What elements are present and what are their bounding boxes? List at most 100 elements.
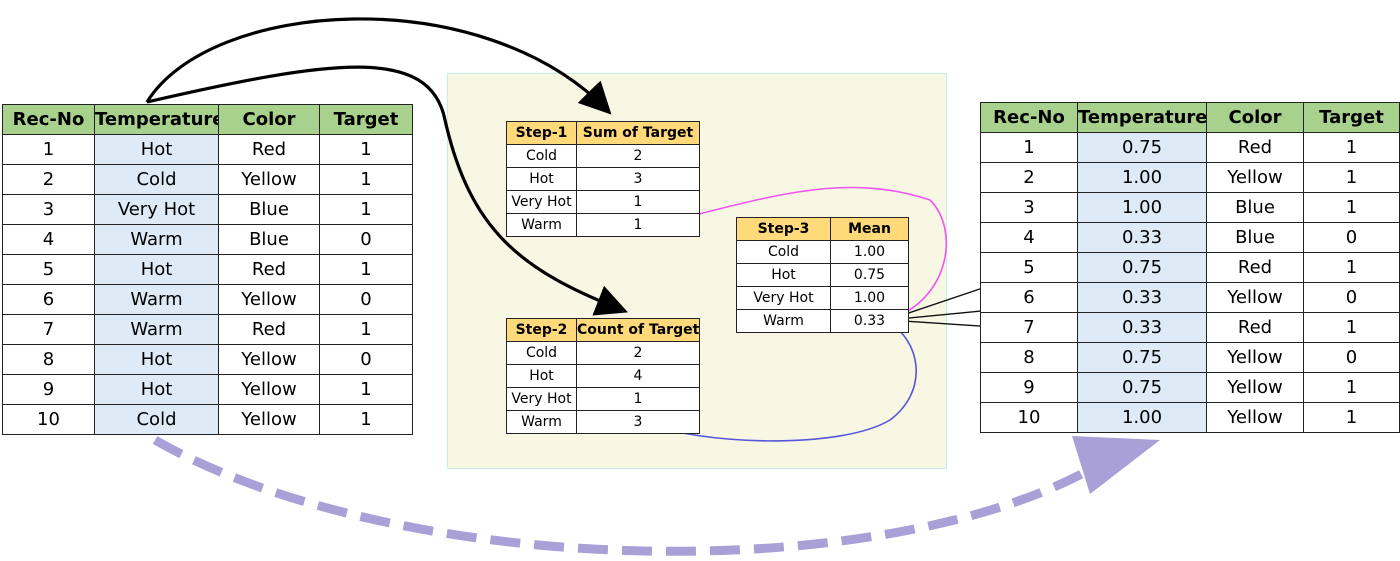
temperature-cell: Hot [94, 374, 219, 405]
color-cell: Yellow [1206, 342, 1304, 373]
temperature-cell: 0.75 [1077, 252, 1207, 283]
count-cell: 2 [576, 341, 700, 365]
target-cell: 0 [319, 224, 413, 255]
header-temperature: Temperature [1077, 102, 1207, 133]
temperature-cell: Hot [94, 254, 219, 285]
sum-of-target-header: Sum of Target [576, 121, 700, 145]
count-of-target-header: Count of Target [576, 318, 700, 342]
color-cell: Yellow [1206, 282, 1304, 313]
temperature-cell: 0.75 [1077, 342, 1207, 373]
color-cell: Red [218, 254, 320, 285]
transform-dashed-arrow [152, 436, 1113, 556]
header-row: Step-3 Mean [736, 217, 909, 241]
color-cell: Yellow [1206, 372, 1304, 403]
rec-no-cell: 5 [2, 254, 95, 285]
color-cell: Yellow [218, 344, 320, 375]
rec-no-cell: 2 [980, 162, 1078, 193]
rec-no-cell: 10 [980, 402, 1078, 433]
mean-cell: 1.00 [830, 286, 909, 310]
rec-no-cell: 9 [2, 374, 95, 405]
rec-no-cell: 9 [980, 372, 1078, 403]
category-cell: Hot [506, 364, 577, 388]
mean-cell: 1.00 [830, 240, 909, 264]
header-row: Step-2 Count of Target [506, 318, 700, 342]
color-cell: Red [1206, 312, 1304, 343]
temperature-cell: 1.00 [1077, 402, 1207, 433]
target-cell: 1 [1303, 372, 1400, 403]
color-cell: Red [218, 134, 320, 165]
rec-no-cell: 1 [980, 132, 1078, 163]
rec-no-cell: 3 [980, 192, 1078, 223]
step1-header: Step-1 [506, 121, 577, 145]
target-cell: 1 [319, 374, 413, 405]
temperature-cell: 0.33 [1077, 312, 1207, 343]
category-cell: Very Hot [506, 387, 577, 411]
color-cell: Yellow [218, 164, 320, 195]
header-row: Rec-No Temperature Color Target [980, 102, 1400, 133]
temperature-cell: Warm [94, 224, 219, 255]
sum-cell: 1 [576, 190, 700, 214]
arrow-to-step2 [146, 65, 628, 316]
header-target: Target [319, 104, 413, 135]
color-cell: Blue [1206, 222, 1304, 253]
count-to-mean-connector [642, 318, 917, 442]
target-cell: 1 [319, 404, 413, 435]
header-row: Rec-No Temperature Color Target [2, 104, 413, 135]
temperature-cell: Warm [94, 284, 219, 315]
header-target: Target [1303, 102, 1400, 133]
category-cell: Very Hot [736, 286, 831, 310]
category-cell: Warm [506, 213, 577, 237]
color-cell: Yellow [1206, 402, 1304, 433]
category-cell: Cold [506, 341, 577, 365]
category-cell: Cold [736, 240, 831, 264]
temperature-cell: 0.75 [1077, 372, 1207, 403]
rec-no-cell: 7 [2, 314, 95, 345]
rec-no-cell: 8 [980, 342, 1078, 373]
rec-no-cell: 4 [2, 224, 95, 255]
temperature-cell: 0.33 [1077, 282, 1207, 313]
color-cell: Yellow [218, 404, 320, 435]
color-cell: Blue [1206, 192, 1304, 223]
rec-no-cell: 5 [980, 252, 1078, 283]
category-cell: Warm [506, 410, 577, 434]
mean-cell: 0.75 [830, 263, 909, 287]
rec-no-cell: 6 [2, 284, 95, 315]
category-cell: Hot [736, 263, 831, 287]
target-cell: 1 [1303, 132, 1400, 163]
category-cell: Very Hot [506, 190, 577, 214]
category-cell: Cold [506, 144, 577, 168]
category-cell: Hot [506, 167, 577, 191]
step3-header: Step-3 [736, 217, 831, 241]
target-cell: 1 [319, 194, 413, 225]
rec-no-cell: 3 [2, 194, 95, 225]
color-cell: Yellow [218, 374, 320, 405]
target-cell: 1 [1303, 252, 1400, 283]
header-rec-no: Rec-No [980, 102, 1078, 133]
rec-no-cell: 1 [2, 134, 95, 165]
temperature-cell: Warm [94, 314, 219, 345]
count-cell: 3 [576, 410, 700, 434]
color-cell: Red [1206, 132, 1304, 163]
transform-arrow-head [1072, 436, 1160, 494]
header-temperature: Temperature [94, 104, 219, 135]
sum-to-mean-connector [646, 186, 948, 321]
